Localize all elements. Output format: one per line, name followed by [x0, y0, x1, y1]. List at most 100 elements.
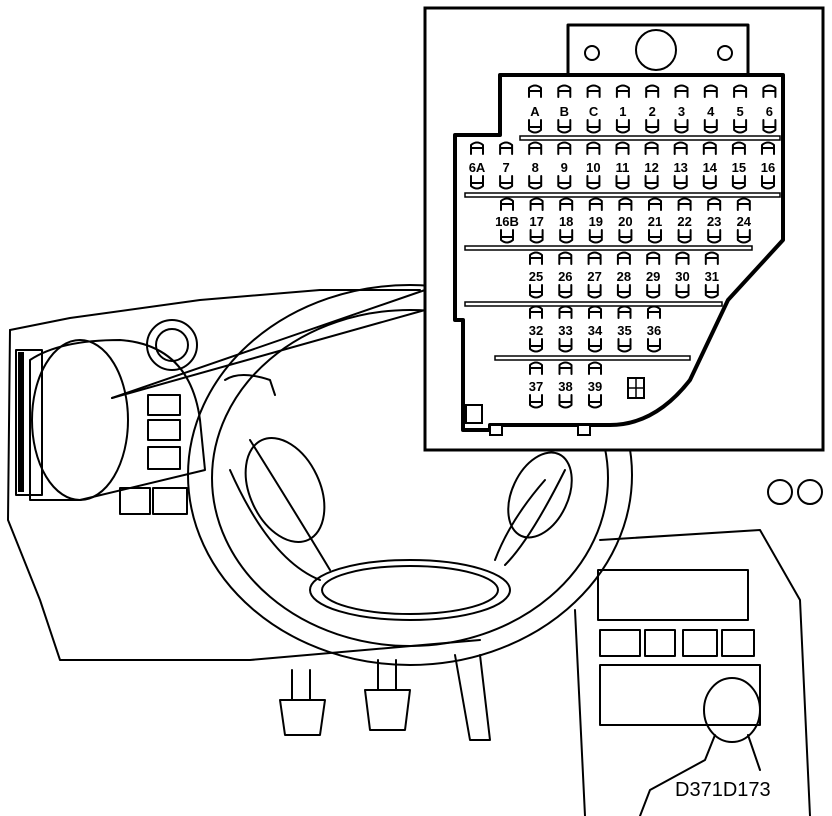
fuse-slot: [702, 141, 717, 190]
fuse-label: 25: [529, 269, 543, 284]
fuse-label: 7: [502, 160, 509, 175]
fuse-label: 23: [707, 214, 721, 229]
fuse-label: 39: [588, 379, 602, 394]
fuse-slot: [644, 141, 659, 190]
fuse-slot: [647, 305, 661, 353]
fuse-label: 34: [588, 323, 603, 338]
fuse-label: 16B: [495, 214, 519, 229]
fuse-label: 4: [707, 104, 715, 119]
fuse-label: 36: [647, 323, 661, 338]
fuse-row-dividers: [464, 135, 781, 361]
fuse-slot: [588, 305, 602, 353]
fuse-label: A: [530, 104, 540, 119]
fuse-label: 14: [703, 160, 718, 175]
fuse-slot: [586, 141, 601, 190]
fuse-slots: [470, 84, 777, 409]
fuse-slot: [557, 141, 572, 190]
fuse-label: 6A: [469, 160, 486, 175]
fuse-slot: [648, 197, 662, 244]
row-divider: [494, 355, 691, 361]
fuse-label: 10: [586, 160, 600, 175]
fuse-label: 13: [673, 160, 687, 175]
fuse-label: 30: [675, 269, 689, 284]
row-divider: [464, 245, 753, 251]
fuse-label: 24: [737, 214, 752, 229]
fuse-label: 29: [646, 269, 660, 284]
fuse-label: 6: [766, 104, 773, 119]
fuse-label: 11: [616, 160, 630, 175]
fuse-slot: [674, 84, 689, 134]
fuse-label: 15: [732, 160, 746, 175]
fuse-slot: [616, 251, 631, 299]
fuse-label: 32: [529, 323, 543, 338]
fuse-slot: [558, 251, 573, 299]
fuse-slot: [762, 84, 777, 134]
fuse-label: B: [560, 104, 569, 119]
dashboard-drawing: [7, 284, 823, 816]
fuse-slot: [586, 84, 601, 134]
fuse-slot: [529, 197, 544, 244]
fuse-slot: [499, 141, 514, 190]
fuse-slot: [528, 84, 542, 134]
fuse-label: 5: [736, 104, 743, 119]
fuse-slot: [645, 84, 660, 134]
fuse-slot: [557, 84, 572, 134]
fuse-slot: [673, 141, 688, 190]
fuse-slot: [588, 197, 603, 244]
fuse-slot: [615, 84, 630, 134]
fuse-label: 12: [644, 160, 658, 175]
fuse-slot: [470, 141, 484, 190]
fuse-slot: [704, 251, 719, 299]
fuse-slot: [559, 197, 574, 244]
fuse-slot: [529, 361, 543, 409]
fuse-label: 22: [677, 214, 691, 229]
fuse-label: 1: [619, 104, 626, 119]
fuse-slot: [618, 197, 633, 244]
fuse-slot: [587, 251, 602, 299]
fuse-slot: [733, 84, 748, 134]
fuse-label: 26: [558, 269, 572, 284]
fuse-label: 33: [558, 323, 572, 338]
fuse-slot: [675, 251, 690, 299]
fuse-box-outline: [453, 73, 785, 432]
fuse-label: 9: [561, 160, 568, 175]
fuse-slot: [615, 141, 630, 190]
fuse-slot: [558, 361, 573, 409]
fuse-label: 38: [558, 379, 572, 394]
fuse-slot: [529, 251, 543, 299]
fuse-label: 2: [649, 104, 656, 119]
fuse-slot: [736, 197, 751, 244]
fuse-slot: [500, 197, 514, 244]
fuse-slot: [528, 141, 543, 190]
fuse-label: 8: [532, 160, 539, 175]
figure-code: D371D173: [675, 779, 771, 801]
fuse-label: 31: [705, 269, 719, 284]
row-divider: [519, 135, 781, 141]
fuse-label: 18: [559, 214, 573, 229]
fuse-label: 27: [587, 269, 601, 284]
fuse-label: 20: [618, 214, 632, 229]
fuse-slot: [617, 305, 632, 353]
fuse-label: 17: [529, 214, 543, 229]
fuse-slot: [703, 84, 718, 134]
fuse-slot: [731, 141, 746, 190]
fuse-label: 16: [761, 160, 775, 175]
fuse-slot: [677, 197, 692, 244]
fuse-slot: [558, 305, 573, 353]
fuse-slot: [588, 361, 602, 409]
fuse-label: 21: [648, 214, 662, 229]
fuse-label: 37: [529, 379, 543, 394]
fuse-label: 3: [678, 104, 685, 119]
fuse-slot: [761, 141, 775, 190]
fuse-slot: [529, 305, 543, 353]
fuse-slot: [707, 197, 722, 244]
fuse-label: 35: [617, 323, 631, 338]
fuse-label: C: [589, 104, 599, 119]
row-divider: [464, 192, 781, 198]
row-divider: [464, 301, 723, 307]
fuse-slot: [646, 251, 661, 299]
fuse-label: 19: [589, 214, 603, 229]
